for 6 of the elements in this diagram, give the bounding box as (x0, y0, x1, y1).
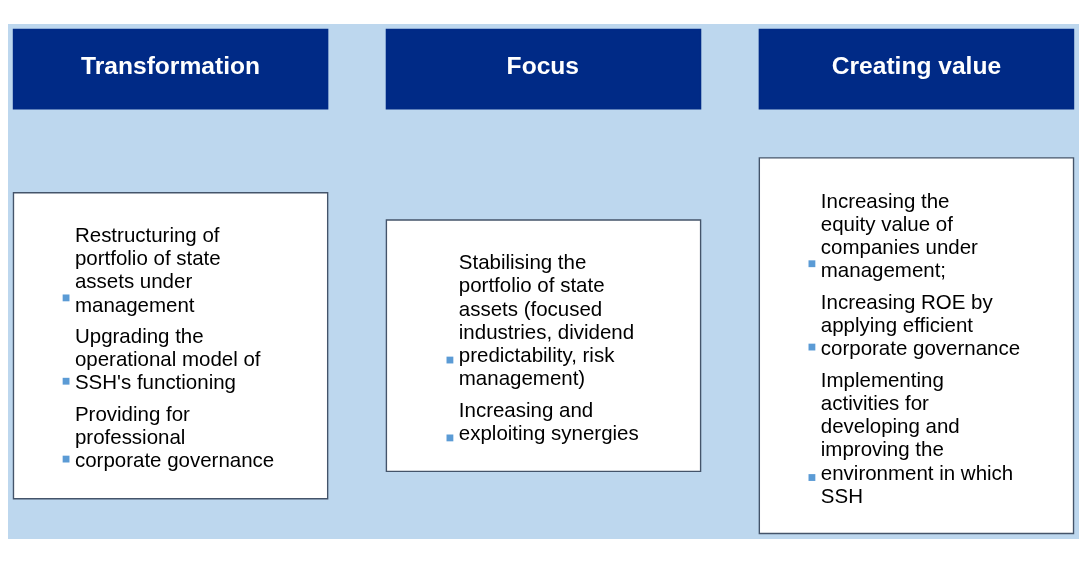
node-box: Transformation (12, 28, 329, 109)
node-box: Creating value (758, 28, 1075, 109)
node-box: Stabilising the portfolio of state assets (focused industries, dividend predictability, risk management) Increasing and exploiting synergies (385, 218, 702, 472)
node-box: Increasing the equity value of companies under management; Increasing ROE by applying efficient corporate governance Implementing activities for developing and improving the environment in which SSH (758, 156, 1075, 534)
node-box: Focus (385, 28, 702, 109)
node-box: Restructuring of portfolio of state assets under management Upgrading the operational model of SSH's functioning Providing for professional corporate governance (12, 191, 329, 499)
